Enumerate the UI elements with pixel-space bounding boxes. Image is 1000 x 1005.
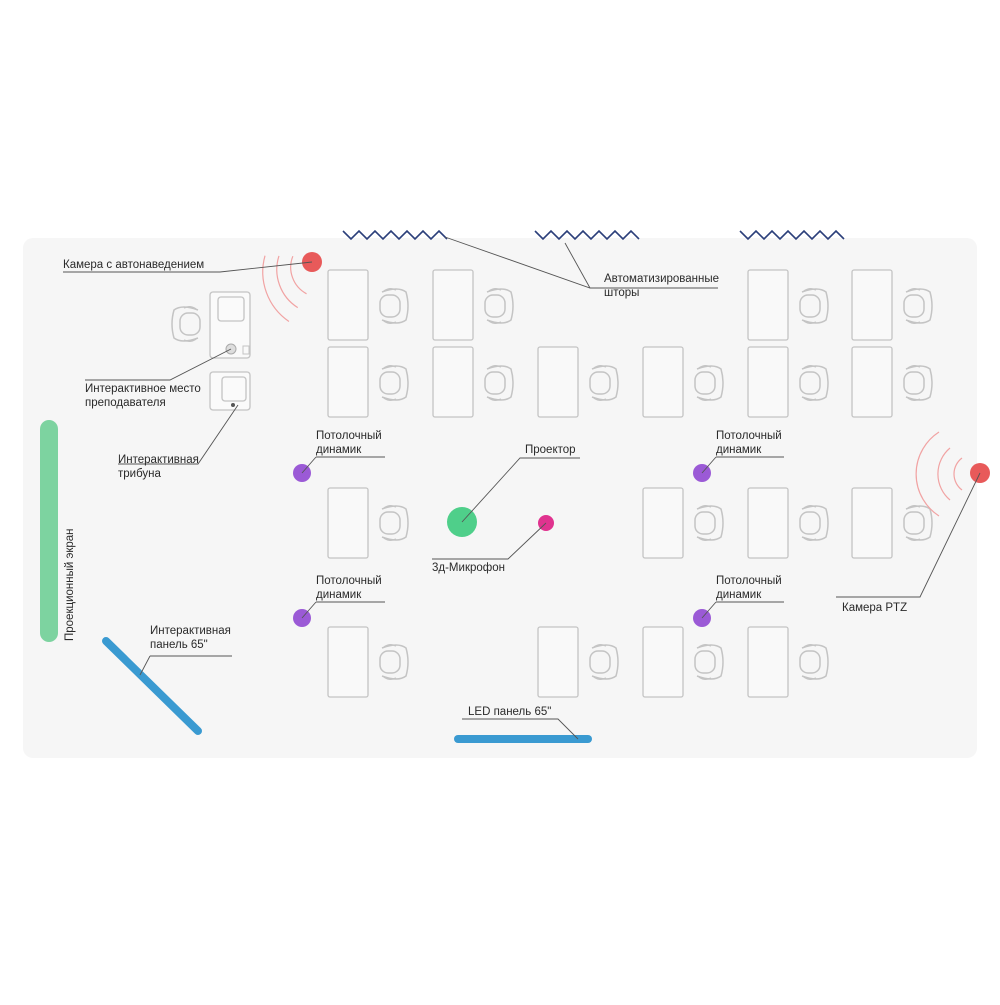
projector-label: Проектор — [525, 444, 576, 456]
blinds-zigzag-icon — [342, 230, 845, 240]
teacher-place-label: Интерактивное место преподавателя — [85, 382, 201, 410]
tribune-label-line2: трибуна — [118, 468, 161, 480]
speaker-1-label: Потолочный динамик — [316, 429, 382, 457]
speaker-3-label-line2: динамик — [316, 589, 362, 601]
speaker-2-label-line2: динамик — [716, 444, 762, 456]
projection-screen — [40, 420, 58, 642]
tribune-label: Интерактивная трибуна — [118, 453, 199, 481]
interactive-panel — [102, 637, 202, 735]
camera-ptz-label: Камера PTZ — [842, 602, 908, 614]
speaker-2-label-line1: Потолочный — [716, 430, 782, 442]
blinds-label-line1: Автоматизированные — [604, 273, 720, 285]
speaker-3-label-line1: Потолочный — [316, 575, 382, 587]
teacher-place-label-line1: Интерактивное место — [85, 383, 201, 395]
speaker-1-label-line1: Потолочный — [316, 430, 382, 442]
tribune-label-line1: Интерактивная — [118, 454, 199, 466]
teacher-place-label-line2: преподавателя — [85, 397, 166, 409]
mic-label: 3д-Микрофон — [432, 562, 505, 574]
interactive-panel-label: Интерактивная панель 65" — [150, 624, 231, 652]
room-floor — [23, 238, 977, 758]
speaker-3-label: Потолочный динамик — [316, 574, 382, 602]
blinds-label: Автоматизированные шторы — [604, 272, 719, 300]
blinds-label-line2: шторы — [604, 287, 640, 299]
leader-lines — [63, 236, 981, 740]
speaker-1-label-line2: динамик — [316, 444, 362, 456]
interactive-panel-label-line2: панель 65" — [150, 639, 208, 651]
interactive-panel-label-line1: Интерактивная — [150, 625, 231, 637]
led-panel-label: LED панель 65" — [468, 706, 552, 718]
speaker-4-label-line1: Потолочный — [716, 575, 782, 587]
speaker-4-label-line2: динамик — [716, 589, 762, 601]
camera-auto-label: Камера с автонаведением — [63, 259, 205, 271]
teacher-area — [171, 291, 251, 411]
speaker-2-label: Потолочный динамик — [716, 429, 782, 457]
projection-screen-label: Проекционный экран — [64, 528, 76, 641]
speaker-4-label: Потолочный динамик — [716, 574, 782, 602]
